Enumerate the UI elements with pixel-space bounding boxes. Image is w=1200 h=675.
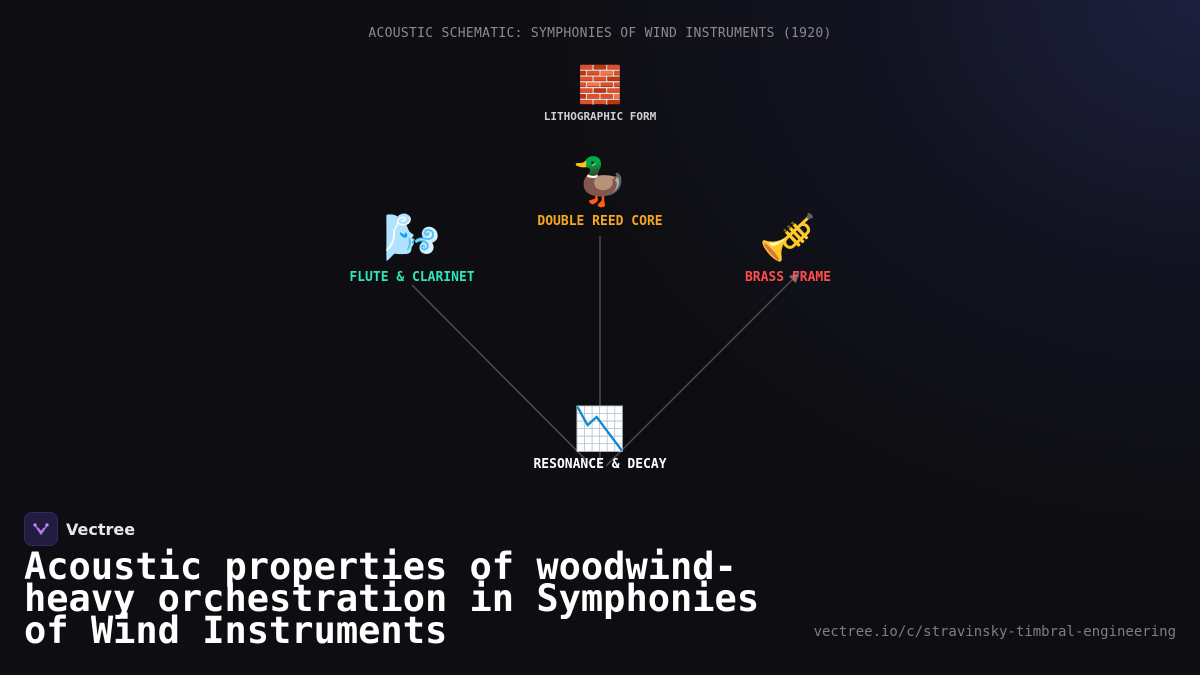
duck-icon: 🦆	[571, 154, 629, 208]
wind-face-icon: 🌬️	[383, 210, 441, 264]
headline: Acoustic properties of woodwind-heavy or…	[24, 545, 760, 652]
node-label: BRASS FRAME	[744, 270, 832, 285]
trumpet-icon: 🎺	[759, 210, 817, 264]
node-brass-frame: 🎺 BRASS FRAME	[745, 214, 831, 285]
brick-icon: 🧱	[577, 65, 623, 106]
node-label: RESONANCE & DECAY	[533, 457, 667, 472]
brand: Vectree	[24, 512, 135, 546]
diagram-title: ACOUSTIC SCHEMATIC: SYMPHONIES OF WIND I…	[368, 26, 832, 41]
node-label: DOUBLE REED CORE	[537, 214, 663, 229]
edge-flute-to-resonance	[411, 284, 593, 467]
node-double-reed-core: 🦆 DOUBLE REED CORE	[537, 158, 662, 229]
node-label: FLUTE & CLARINET	[349, 270, 475, 285]
source-link[interactable]: vectree.io/c/stravinsky-timbral-engineer…	[813, 624, 1176, 640]
node-lithographic-form: 🧱 LITHOGRAPHIC FORM	[543, 65, 657, 124]
chart-decreasing-icon: 📉	[573, 404, 627, 453]
brand-name: Vectree	[66, 519, 136, 539]
vectree-logo-icon	[24, 512, 58, 546]
node-resonance-decay: 📉 RESONANCE & DECAY	[533, 404, 667, 473]
node-label: LITHOGRAPHIC FORM	[543, 110, 657, 123]
node-flute-clarinet: 🌬️ FLUTE & CLARINET	[349, 214, 474, 285]
edge-resonance-to-brass	[605, 272, 800, 467]
